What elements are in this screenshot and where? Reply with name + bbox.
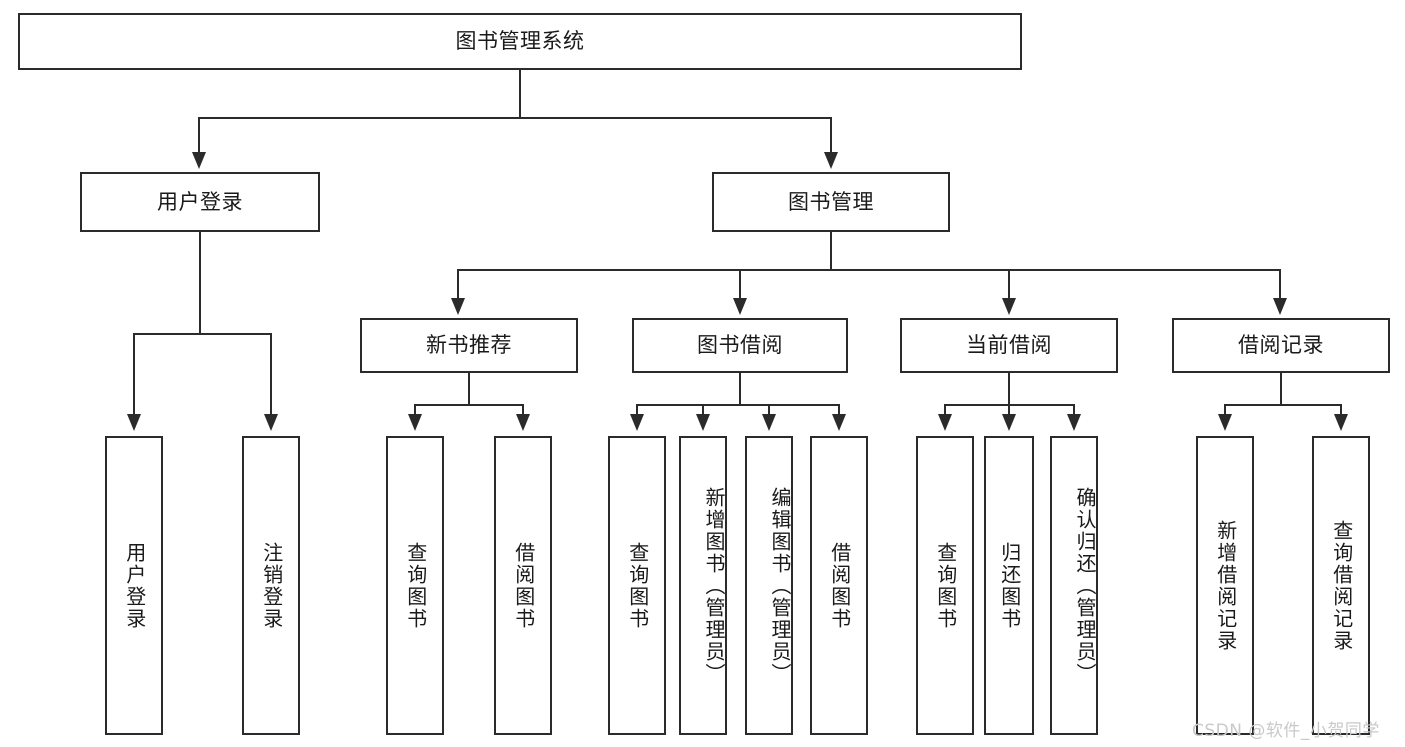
arrowhead-leaf-query-book-1 <box>408 414 422 431</box>
arrowhead-leaf-query-record <box>1334 414 1348 431</box>
edge-book-borrow-drop-4 <box>838 404 840 416</box>
edge-borrow-record-stem <box>1280 373 1282 405</box>
leaf-borrow-book-1[interactable]: 借阅图书 <box>494 436 552 735</box>
edge-new-book-drop-1 <box>414 404 416 416</box>
arrowhead-leaf-add-book <box>696 414 710 431</box>
arrowhead-leaf-query-book-2 <box>630 414 644 431</box>
arrowhead-user-login <box>192 152 206 169</box>
arrowhead-leaf-borrow-book-1 <box>516 414 530 431</box>
edge-level2-drop-book-borrow <box>739 269 741 299</box>
arrowhead-leaf-add-record <box>1218 414 1232 431</box>
arrowhead-borrow-record <box>1273 298 1287 315</box>
arrowhead-leaf-query-book-3 <box>938 414 952 431</box>
arrowhead-leaf-borrow-book-2 <box>832 414 846 431</box>
edge-current-borrow-stem <box>1008 373 1010 405</box>
edge-user-login-drop-2 <box>270 333 272 415</box>
node-label: 借阅图书 <box>511 541 536 630</box>
node-book-borrow[interactable]: 图书借阅 <box>632 318 848 373</box>
edge-user-login-bus <box>133 333 272 335</box>
leaf-edit-book[interactable]: 编辑图书（管理员） <box>745 436 793 735</box>
node-label: 图书管理系统 <box>455 29 585 54</box>
arrowhead-leaf-confirm-return <box>1067 414 1081 431</box>
arrowhead-book-borrow <box>733 298 747 315</box>
node-label: 确认归还（管理员） <box>1073 486 1097 685</box>
node-label: 图书借阅 <box>697 333 783 358</box>
arrowhead-leaf-logout <box>264 414 278 431</box>
edge-book-borrow-drop-2 <box>702 404 704 416</box>
arrowhead-leaf-return-book <box>1002 414 1016 431</box>
edge-level1-bus <box>198 117 832 119</box>
edge-user-login-drop-1 <box>133 333 135 415</box>
edge-user-login-stem <box>199 232 201 334</box>
leaf-query-book-1[interactable]: 查询图书 <box>386 436 444 735</box>
edge-level1-drop-book-manage <box>830 117 832 153</box>
node-root-system[interactable]: 图书管理系统 <box>18 13 1022 70</box>
node-label: 查询图书 <box>625 541 650 630</box>
node-label: 用户登录 <box>157 189 243 214</box>
arrowhead-leaf-edit-book <box>762 414 776 431</box>
leaf-borrow-book-2[interactable]: 借阅图书 <box>810 436 868 735</box>
node-label: 归还图书 <box>997 541 1022 630</box>
leaf-query-book-3[interactable]: 查询图书 <box>916 436 974 735</box>
node-new-book-recommend[interactable]: 新书推荐 <box>360 318 578 373</box>
edge-book-borrow-stem <box>739 373 741 405</box>
arrowhead-book-manage <box>824 152 838 169</box>
node-label: 新增图书（管理员） <box>702 486 726 685</box>
node-label: 查询图书 <box>403 541 428 630</box>
edge-level2-drop-new-book <box>457 269 459 299</box>
edge-new-book-bus <box>414 404 524 406</box>
watermark: CSDN @软件_小贺同学 <box>1192 721 1380 741</box>
edge-borrow-record-drop-1 <box>1224 404 1226 416</box>
arrowhead-leaf-user-login <box>127 414 141 431</box>
arrowhead-current-borrow <box>1002 298 1016 315</box>
edge-book-manage-stem <box>830 232 832 270</box>
edge-book-borrow-drop-3 <box>768 404 770 416</box>
node-label: 新书推荐 <box>426 333 512 358</box>
node-label: 借阅记录 <box>1238 333 1324 358</box>
edge-current-borrow-drop-2 <box>1008 404 1010 416</box>
leaf-user-login[interactable]: 用户登录 <box>105 436 163 735</box>
edge-root-stem <box>519 70 521 118</box>
leaf-query-record[interactable]: 查询借阅记录 <box>1312 436 1370 735</box>
node-label: 当前借阅 <box>966 333 1052 358</box>
leaf-add-book[interactable]: 新增图书（管理员） <box>679 436 727 735</box>
arrowhead-new-book-recommend <box>451 298 465 315</box>
node-label: 注销登录 <box>259 541 284 630</box>
node-borrow-record[interactable]: 借阅记录 <box>1172 318 1390 373</box>
node-label: 图书管理 <box>788 189 874 214</box>
node-book-manage[interactable]: 图书管理 <box>712 172 950 232</box>
edge-borrow-record-bus <box>1224 404 1342 406</box>
node-label: 借阅图书 <box>827 541 852 630</box>
node-current-borrow[interactable]: 当前借阅 <box>900 318 1118 373</box>
leaf-query-book-2[interactable]: 查询图书 <box>608 436 666 735</box>
edge-level2-drop-borrow-record <box>1279 269 1281 299</box>
edge-level2-bus <box>457 269 1281 271</box>
leaf-add-record[interactable]: 新增借阅记录 <box>1196 436 1254 735</box>
edge-level1-drop-user-login <box>198 117 200 153</box>
leaf-confirm-return[interactable]: 确认归还（管理员） <box>1050 436 1098 735</box>
node-user-login[interactable]: 用户登录 <box>80 172 320 232</box>
edge-current-borrow-drop-1 <box>944 404 946 416</box>
node-label: 新增借阅记录 <box>1213 519 1238 652</box>
edge-borrow-record-drop-2 <box>1340 404 1342 416</box>
edge-book-borrow-drop-1 <box>636 404 638 416</box>
node-label: 用户登录 <box>122 541 147 630</box>
edge-level2-drop-current-borrow <box>1008 269 1010 299</box>
edge-book-borrow-bus <box>636 404 840 406</box>
edge-new-book-stem <box>468 373 470 405</box>
leaf-logout[interactable]: 注销登录 <box>242 436 300 735</box>
node-label: 查询图书 <box>933 541 958 630</box>
node-label: 查询借阅记录 <box>1329 519 1354 652</box>
edge-current-borrow-drop-3 <box>1073 404 1075 416</box>
leaf-return-book[interactable]: 归还图书 <box>984 436 1034 735</box>
node-label: 编辑图书（管理员） <box>768 486 792 685</box>
edge-new-book-drop-2 <box>522 404 524 416</box>
